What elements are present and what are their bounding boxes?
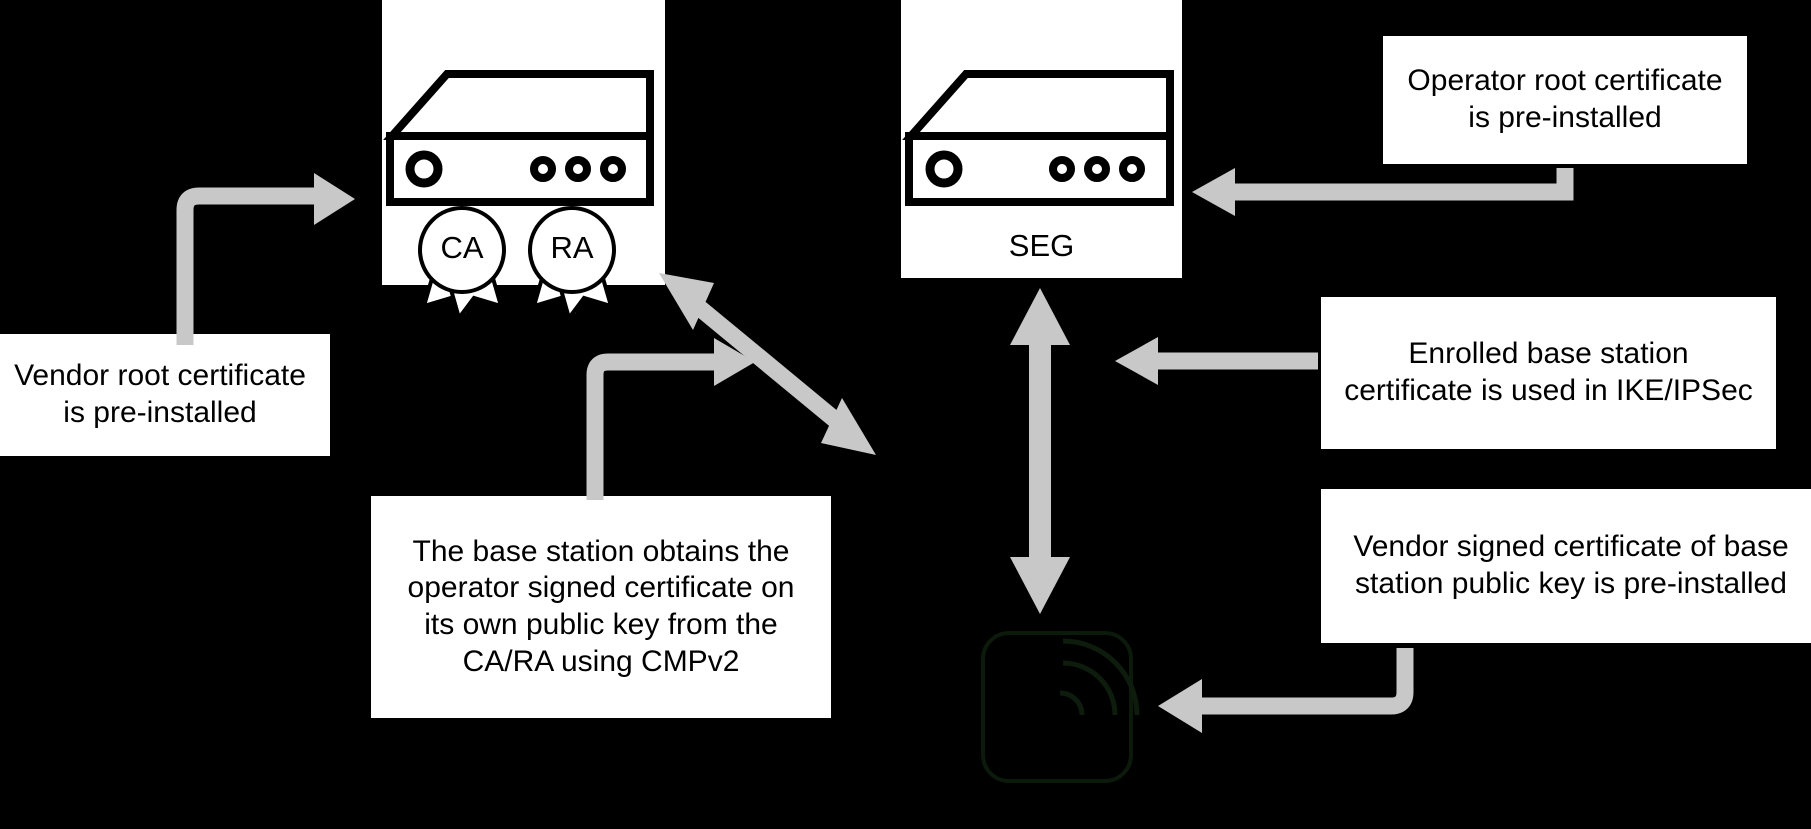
server-icon xyxy=(902,70,1174,206)
ra-certificate-badge-icon xyxy=(528,206,616,323)
note-line: Vendor root certificate xyxy=(14,359,306,393)
connector-enrolled-cert-to-link xyxy=(1115,337,1318,385)
connector-vendor-root-to-base-station xyxy=(176,173,355,345)
note-enrolled-certificate: Enrolled base station certificate is use… xyxy=(1321,297,1776,449)
note-line: Vendor signed certificate of base xyxy=(1353,530,1789,564)
note-line: its own public key from the xyxy=(424,608,778,641)
note-line: is pre-installed xyxy=(1468,101,1662,134)
note-line: certificate is used in IKE/IPSec xyxy=(1344,374,1753,407)
note-vendor-signed-certificate: Vendor signed certificate of base statio… xyxy=(1321,489,1811,643)
note-line: CA/RA using CMPv2 xyxy=(462,644,740,678)
status-led-icon xyxy=(1119,156,1145,182)
server-icon xyxy=(383,70,654,206)
ca-badge-label: CA xyxy=(440,230,484,265)
connector-operator-root-to-seg xyxy=(1192,168,1574,216)
note-line: operator signed certificate on xyxy=(407,571,795,605)
note-line: Enrolled base station xyxy=(1408,337,1689,371)
power-indicator-icon xyxy=(925,150,963,188)
status-led-icon xyxy=(1049,156,1075,182)
note-line: is pre-installed xyxy=(63,396,257,429)
wireless-base-station-icon xyxy=(981,631,1140,783)
status-led-icon xyxy=(1084,156,1110,182)
note-line: station public key is pre-installed xyxy=(1355,567,1787,600)
connector-vendor-signed-to-remote-base-station xyxy=(1158,648,1414,733)
connector-seg-to-remote-base-station xyxy=(1010,288,1070,614)
status-led-icon xyxy=(565,156,591,182)
status-led-icon xyxy=(600,156,626,182)
note-cmpv2-enrolment: The base station obtains the operator si… xyxy=(371,496,831,718)
note-vendor-root-certificate: Vendor root certificate is pre-installed xyxy=(0,334,330,456)
connector-base-station-to-seg-diagonal xyxy=(659,273,876,455)
note-line: Operator root certificate xyxy=(1407,64,1723,98)
power-indicator-icon xyxy=(405,150,443,188)
note-operator-root-certificate: Operator root certificate is pre-install… xyxy=(1383,36,1747,164)
connector-cmpv2-to-link xyxy=(586,338,755,500)
ca-certificate-badge-icon xyxy=(418,206,506,323)
ra-badge-label: RA xyxy=(550,230,594,265)
seg-label: SEG xyxy=(1008,228,1075,263)
status-led-icon xyxy=(530,156,556,182)
note-line: The base station obtains the xyxy=(412,534,790,568)
